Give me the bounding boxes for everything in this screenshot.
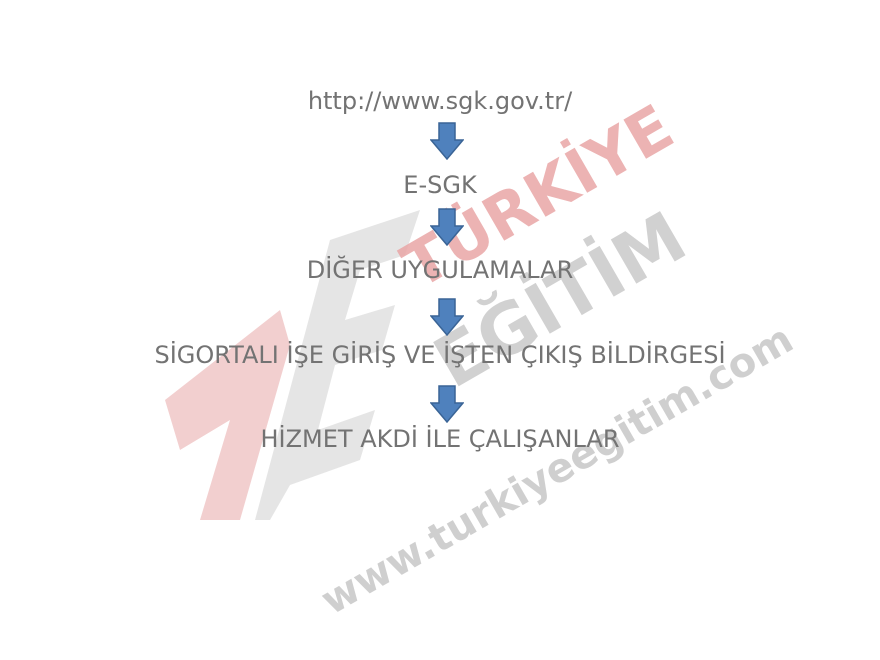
flow-step-hizmet-akdi: HİZMET AKDİ İLE ÇALIŞANLAR — [260, 425, 620, 453]
flow-step-diger-uygulamalar: DİĞER UYGULAMALAR — [306, 256, 574, 284]
down-arrow-icon — [430, 298, 464, 336]
flow-step-url: http://www.sgk.gov.tr/ — [307, 87, 573, 115]
down-arrow-icon — [430, 385, 464, 423]
flow-step-e-sgk: E-SGK — [403, 171, 477, 199]
down-arrow-icon — [430, 122, 464, 160]
flow-step-sigortali-bildirgesi: SİGORTALI İŞE GİRİŞ VE İŞTEN ÇIKIŞ BİLDİ… — [154, 341, 726, 369]
down-arrow-icon — [430, 208, 464, 246]
